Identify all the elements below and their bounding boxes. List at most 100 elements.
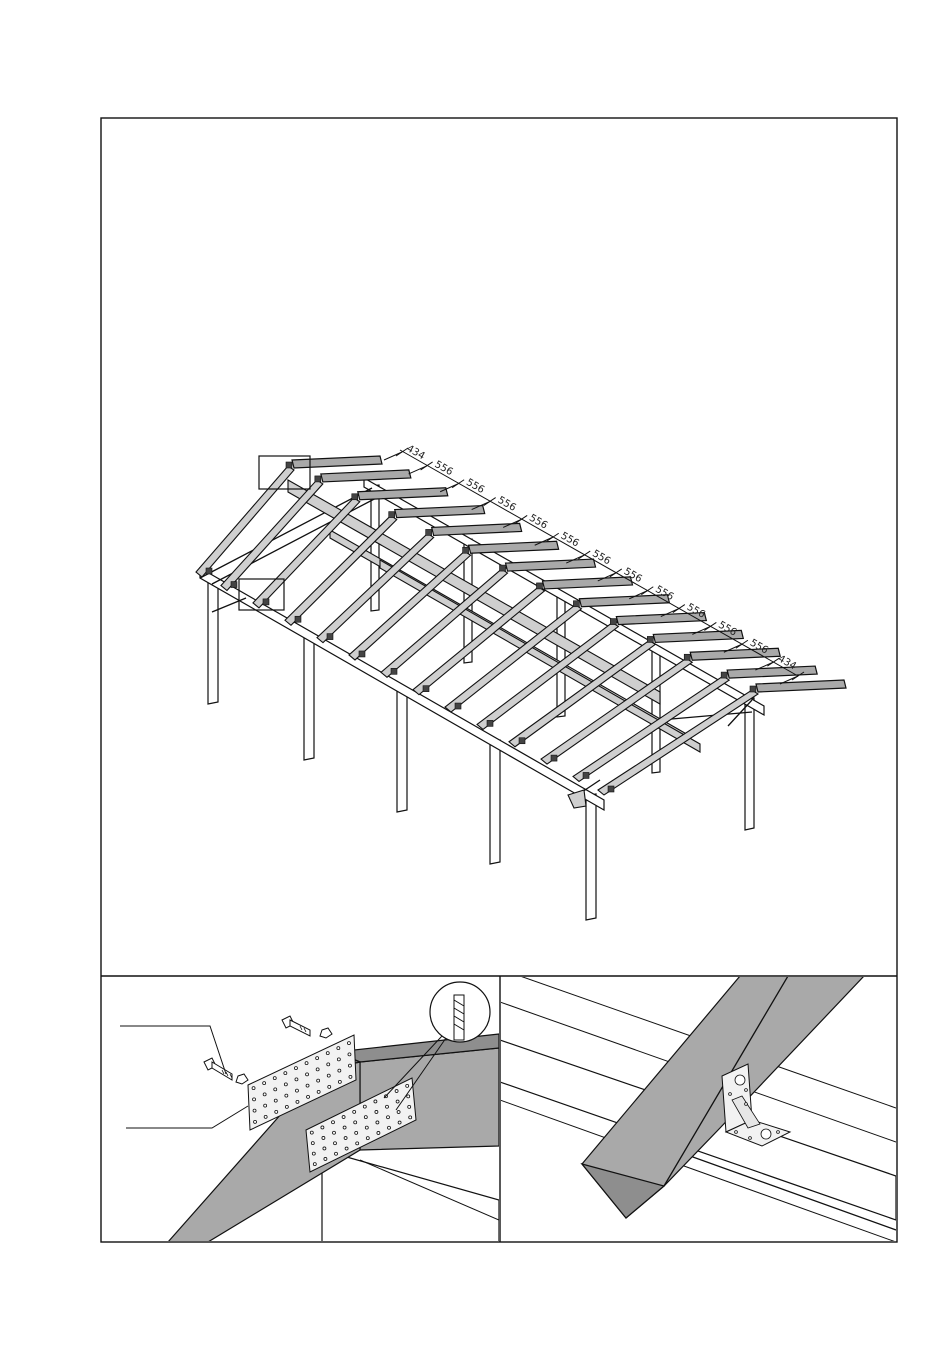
plate-hole <box>252 1087 255 1090</box>
plate-hole <box>327 1074 330 1077</box>
plate-hole <box>376 1121 379 1124</box>
plate-hole <box>264 1115 267 1118</box>
rafter-connector <box>610 619 616 625</box>
hex-bolt-icon <box>204 1058 232 1080</box>
rafter-front-slope <box>285 516 397 626</box>
plate-hole <box>316 1068 319 1071</box>
plate-hole <box>387 1116 390 1119</box>
plate-hole <box>263 1082 266 1085</box>
rafter-connector <box>500 565 506 571</box>
plate-hole <box>285 1094 288 1097</box>
rafter-connector <box>352 494 358 500</box>
post <box>557 593 565 717</box>
plate-hole <box>332 1121 335 1124</box>
rafter-connector <box>519 738 525 744</box>
rafter-front-slope <box>253 498 360 608</box>
rafter-connector <box>286 462 292 468</box>
plate-hole <box>397 1111 400 1114</box>
plate-hole <box>366 1137 369 1140</box>
plate-hole <box>396 1100 399 1103</box>
plate-hole <box>321 1126 324 1129</box>
rafter-rear-slope <box>542 577 632 589</box>
post <box>745 698 754 830</box>
rafter-connector <box>684 654 690 660</box>
rafter-connector <box>463 547 469 553</box>
rafter-connector <box>423 686 429 692</box>
plate-hole <box>348 1053 351 1056</box>
rafter-connector <box>295 616 301 622</box>
plate-hole <box>296 1100 299 1103</box>
rafter-rear-slope <box>506 559 596 571</box>
rafter-connector <box>391 668 397 674</box>
rafter-connector <box>263 599 269 605</box>
plate-hole <box>334 1142 337 1145</box>
plate-hole <box>305 1062 308 1065</box>
plate-hole <box>347 1042 350 1045</box>
ridge-bolt-detail <box>120 982 499 1242</box>
post <box>490 740 500 864</box>
plate-hole <box>353 1110 356 1113</box>
plate-hole <box>273 1077 276 1080</box>
hex-nut-icon <box>320 1028 332 1038</box>
plate-hole <box>333 1131 336 1134</box>
plate-hole <box>275 1110 278 1113</box>
rafter-rear-slope <box>579 595 669 607</box>
plate-hole <box>294 1067 297 1070</box>
plate-hole <box>344 1137 347 1140</box>
rafter-connector <box>750 686 756 692</box>
rafter-connector <box>426 529 432 535</box>
plate-hole <box>398 1121 401 1124</box>
plate-hole <box>295 1078 298 1081</box>
rafter-connector <box>551 755 557 761</box>
plate-hole <box>356 1142 359 1145</box>
plate-hole <box>324 1157 327 1160</box>
plate-hole <box>342 1116 345 1119</box>
post <box>397 688 407 812</box>
plate-hole <box>406 1084 409 1087</box>
rafter-front-slope <box>413 587 544 695</box>
plate-hole <box>253 1098 256 1101</box>
plate-hole <box>285 1105 288 1108</box>
plate-hole <box>274 1099 277 1102</box>
plate-hole <box>407 1095 410 1098</box>
rafter-rear-slope <box>469 541 559 553</box>
rafter-connector <box>583 772 589 778</box>
plate-hole <box>348 1064 351 1067</box>
rafter-connector <box>327 634 333 640</box>
rafter-connector <box>536 583 542 589</box>
plate-hole <box>306 1084 309 1087</box>
plate-hole <box>355 1131 358 1134</box>
leader-plate <box>126 1106 248 1128</box>
carport-isometric-view: 434556556556556556556556556556556556434 <box>196 443 846 920</box>
plate-hole <box>317 1090 320 1093</box>
plate-hole <box>335 1152 338 1155</box>
plate-hole <box>306 1073 309 1076</box>
angle-bracket-detail <box>500 976 896 1242</box>
plate-hole <box>254 1120 257 1123</box>
rafter-connector <box>389 512 395 518</box>
plate-hole <box>338 1080 341 1083</box>
dimension-label: 434 <box>405 443 427 462</box>
plate-hole <box>337 1058 340 1061</box>
rafter-connector <box>573 601 579 607</box>
rafter-connector <box>721 672 727 678</box>
plate-hole <box>343 1126 346 1129</box>
plate-hole <box>307 1095 310 1098</box>
rafter-connector <box>359 651 365 657</box>
rafter-connector <box>608 786 614 792</box>
plate-hole <box>327 1063 330 1066</box>
plate-hole <box>322 1136 325 1139</box>
post <box>304 634 314 760</box>
plate-hole <box>253 1109 256 1112</box>
plate-hole <box>328 1085 331 1088</box>
plate-hole <box>323 1147 326 1150</box>
extension-line <box>409 466 427 474</box>
plate-hole <box>295 1089 298 1092</box>
plate-hole <box>388 1126 391 1129</box>
hex-nut-icon <box>236 1074 248 1084</box>
plate-hole <box>284 1072 287 1075</box>
plate-hole <box>338 1069 341 1072</box>
plate-hole <box>284 1083 287 1086</box>
rafter-rear-slope <box>292 456 382 468</box>
